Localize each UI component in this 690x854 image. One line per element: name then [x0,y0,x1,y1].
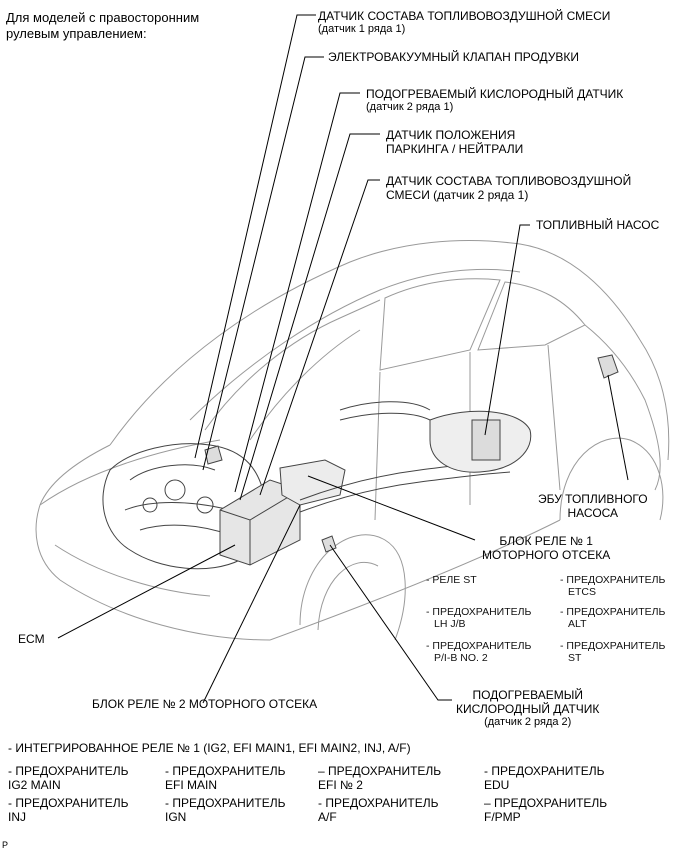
label-fuel-pump-ecu-line2: НАСОСА [567,506,619,520]
block2-item-efi-main: - ПРЕДОХРАНИТЕЛЬ EFI MAIN [165,764,285,792]
block2-item-line1: - ПРЕДОХРАНИТЕЛЬ [8,764,129,778]
block1-item-line2: P/I-B NO. 2 [434,652,488,664]
block2-item-inj: - ПРЕДОХРАНИТЕЛЬ INJ [8,796,128,824]
label-af-sensor-b1s1-sub: (датчик 1 ряда 1) [318,23,406,35]
block1-item-st-relay: - РЕЛЕ ST [426,574,477,586]
label-ho2-b2s1: ПОДОГРЕВАЕМЫЙ КИСЛОРОДНЫЙ ДАТЧИК (датчик… [366,87,623,114]
block2-item-line2: A/F [318,810,337,824]
block2-item-efi2: – ПРЕДОХРАНИТЕЛЬ EFI № 2 [318,764,441,792]
block2-item-line1: – ПРЕДОХРАНИТЕЛЬ [484,796,608,810]
label-fuel-pump-ecu: ЭБУ ТОПЛИВНОГО НАСОСА [538,492,648,520]
label-park-neutral-line1: ДАТЧИК ПОЛОЖЕНИЯ [386,128,516,142]
block2-item-line1: - ПРЕДОХРАНИТЕЛЬ [165,764,286,778]
header-title: Для моделей с правосторонним рулевым упр… [6,10,199,42]
block2-item-af: - ПРЕДОХРАНИТЕЛЬ A/F [318,796,438,824]
label-ho2-b2s1-sub: (датчик 2 ряда 1) [366,101,454,113]
block1-item-pib2: - ПРЕДОХРАНИТЕЛЬ P/I-B NO. 2 [426,640,531,664]
block1-item-line2: LH J/B [434,618,466,630]
leader-ho2-b2s2 [329,544,452,701]
leader-lines [57,14,629,704]
block2-item-edu: - ПРЕДОХРАНИТЕЛЬ EDU [484,764,604,792]
block2-item-line2: F/PMP [484,810,521,824]
label-ho2-b2s2-line3: (датчик 2 ряда 2) [484,716,572,728]
label-purge-vsv-title: ЭЛЕКТРОВАКУУМНЫЙ КЛАПАН ПРОДУВКИ [328,50,580,64]
block2-item-line2: INJ [8,810,26,824]
leader-af-sensor-b1s1 [194,14,316,459]
block1-item-line1: - ПРЕДОХРАНИТЕЛЬ [426,606,532,618]
label-af-sensor-b1s1: ДАТЧИК СОСТАВА ТОПЛИВОВОЗДУШНОЙ СМЕСИ (д… [318,9,610,36]
block1-item-line1: - ПРЕДОХРАНИТЕЛЬ [560,606,666,618]
label-af-sensor-b2s1-line1: ДАТЧИК СОСТАВА ТОПЛИВОВОЗДУШНОЙ [386,174,632,188]
leader-ho2-b2s1 [234,92,360,493]
label-ho2-b2s1-title: ПОДОГРЕВАЕМЫЙ КИСЛОРОДНЫЙ ДАТЧИК [366,87,624,101]
block2-item-line1: – ПРЕДОХРАНИТЕЛЬ [318,764,442,778]
block2-heading: - ИНТЕГРИРОВАННОЕ РЕЛЕ № 1 (IG2, EFI MAI… [8,741,411,755]
block1-item-line1: - ПРЕДОХРАНИТЕЛЬ [560,640,666,652]
label-fuel-pump-title: ТОПЛИВНЫЙ НАСОС [536,218,660,232]
block2-item-fpmp: – ПРЕДОХРАНИТЕЛЬ F/PMP [484,796,607,824]
label-ecm-title: ECM [18,632,45,646]
label-relay-block1-line1: БЛОК РЕЛЕ № 1 [499,534,593,548]
block1-item-line1: - ПРЕДОХРАНИТЕЛЬ [426,640,532,652]
block2-item-line1: - ПРЕДОХРАНИТЕЛЬ [318,796,439,810]
block2-item-line1: - ПРЕДОХРАНИТЕЛЬ [8,796,129,810]
label-ho2-b2s2-line2: КИСЛОРОДНЫЙ ДАТЧИК [456,702,600,716]
leader-purge-vsv [202,56,324,471]
label-relay-block2-title: БЛОК РЕЛЕ № 2 МОТОРНОГО ОТСЕКА [92,697,318,711]
label-park-neutral: ДАТЧИК ПОЛОЖЕНИЯ ПАРКИНГА / НЕЙТРАЛИ [386,128,523,156]
label-af-sensor-b2s1: ДАТЧИК СОСТАВА ТОПЛИВОВОЗДУШНОЙ СМЕСИ (д… [386,174,631,202]
block1-item-line2: ALT [568,618,587,630]
block2-item-line2: EDU [484,778,510,792]
header-line2: рулевым управлением: [6,26,147,41]
label-af-sensor-b2s1-line2: СМЕСИ (датчик 2 ряда 1) [386,188,529,202]
block2-item-line2: IGN [165,810,187,824]
leader-ecm [57,544,236,639]
block2-item-line1: - ПРЕДОХРАНИТЕЛЬ [484,764,605,778]
corner-mark: P [2,840,9,850]
leader-relay-block1 [307,475,476,541]
block1-item-line1: - ПРЕДОХРАНИТЕЛЬ [560,574,666,586]
label-relay-block1-line2: МОТОРНОГО ОТСЕКА [482,548,611,562]
leader-fuel-pump [484,224,530,436]
block1-item-alt: - ПРЕДОХРАНИТЕЛЬ ALT [560,606,665,630]
leader-relay-block2 [202,504,301,704]
label-relay-block1: БЛОК РЕЛЕ № 1 МОТОРНОГО ОТСЕКА [482,534,610,562]
engine-components [102,354,619,570]
block1-item-line2: ETCS [568,586,597,598]
block1-item-lhjb: - ПРЕДОХРАНИТЕЛЬ LH J/B [426,606,531,630]
label-purge-vsv: ЭЛЕКТРОВАКУУМНЫЙ КЛАПАН ПРОДУВКИ [328,50,579,64]
block1-item-st-fuse: - ПРЕДОХРАНИТЕЛЬ ST [560,640,665,664]
block2-item-line2: IG2 MAIN [8,778,61,792]
label-ho2-b2s2-line1: ПОДОГРЕВАЕМЫЙ [472,688,583,702]
block2-item-line2: EFI MAIN [165,778,218,792]
label-ho2-b2s2: ПОДОГРЕВАЕМЫЙ КИСЛОРОДНЫЙ ДАТЧИК (датчик… [456,688,599,729]
label-park-neutral-line2: ПАРКИНГА / НЕЙТРАЛИ [386,142,524,156]
block2-item-line2: EFI № 2 [318,778,363,792]
block2-item-ig2-main: - ПРЕДОХРАНИТЕЛЬ IG2 MAIN [8,764,128,792]
block1-item-etcs: - ПРЕДОХРАНИТЕЛЬ ETCS [560,574,665,598]
block2-item-line1: - ПРЕДОХРАНИТЕЛЬ [165,796,286,810]
label-relay-block2: БЛОК РЕЛЕ № 2 МОТОРНОГО ОТСЕКА [92,697,317,711]
label-af-sensor-b1s1-title: ДАТЧИК СОСТАВА ТОПЛИВОВОЗДУШНОЙ СМЕСИ [318,9,611,23]
leader-af-sensor-b2s1 [259,179,380,496]
label-fuel-pump-ecu-line1: ЭБУ ТОПЛИВНОГО [538,492,648,506]
leader-park-neutral [239,133,380,501]
header-line1: Для моделей с правосторонним [6,10,200,25]
label-ecm: ECM [18,632,45,646]
leader-fuel-pump-ecu [607,374,629,481]
block1-item-line2: ST [568,652,582,664]
block1-item-line1: - РЕЛЕ ST [426,574,477,586]
block2-item-ign: - ПРЕДОХРАНИТЕЛЬ IGN [165,796,285,824]
label-fuel-pump: ТОПЛИВНЫЙ НАСОС [536,218,659,232]
